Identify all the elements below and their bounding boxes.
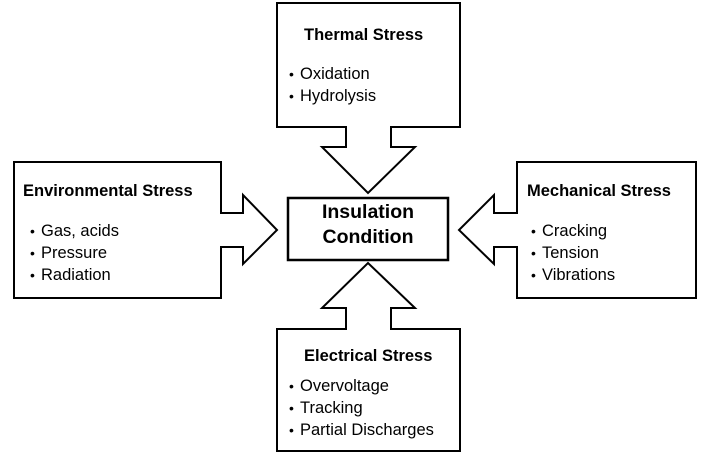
electrical-stress-list: Overvoltage Tracking Partial Discharges bbox=[289, 375, 434, 441]
list-item: Tension bbox=[531, 242, 615, 264]
list-item: Partial Discharges bbox=[289, 419, 434, 441]
environmental-stress-title: Environmental Stress bbox=[23, 182, 193, 200]
list-item: Overvoltage bbox=[289, 375, 434, 397]
insulation-condition-box bbox=[286, 196, 450, 262]
list-item: Tracking bbox=[289, 397, 434, 419]
list-item: Oxidation bbox=[289, 63, 376, 85]
thermal-stress-content: Thermal Stress bbox=[304, 25, 423, 45]
list-item: Radiation bbox=[30, 264, 119, 286]
mechanical-stress-content: Mechanical Stress bbox=[527, 181, 671, 201]
mechanical-stress-list: Cracking Tension Vibrations bbox=[531, 220, 615, 286]
environmental-stress-content: Environmental Stress bbox=[23, 181, 193, 201]
thermal-stress-list: Oxidation Hydrolysis bbox=[289, 63, 376, 107]
environmental-stress-list: Gas, acids Pressure Radiation bbox=[30, 220, 119, 286]
list-item: Pressure bbox=[30, 242, 119, 264]
electrical-stress-title: Electrical Stress bbox=[304, 347, 433, 365]
insulation-condition-label: Insulation Condition bbox=[288, 200, 448, 250]
list-item: Hydrolysis bbox=[289, 85, 376, 107]
center-label-line1: Insulation bbox=[321, 201, 415, 223]
list-item: Cracking bbox=[531, 220, 615, 242]
electrical-stress-content: Electrical Stress bbox=[304, 346, 432, 366]
list-item: Gas, acids bbox=[30, 220, 119, 242]
center-label-line2: Condition bbox=[322, 226, 414, 248]
mechanical-stress-title: Mechanical Stress bbox=[527, 182, 671, 200]
thermal-stress-title: Thermal Stress bbox=[304, 26, 424, 44]
list-item: Vibrations bbox=[531, 264, 615, 286]
